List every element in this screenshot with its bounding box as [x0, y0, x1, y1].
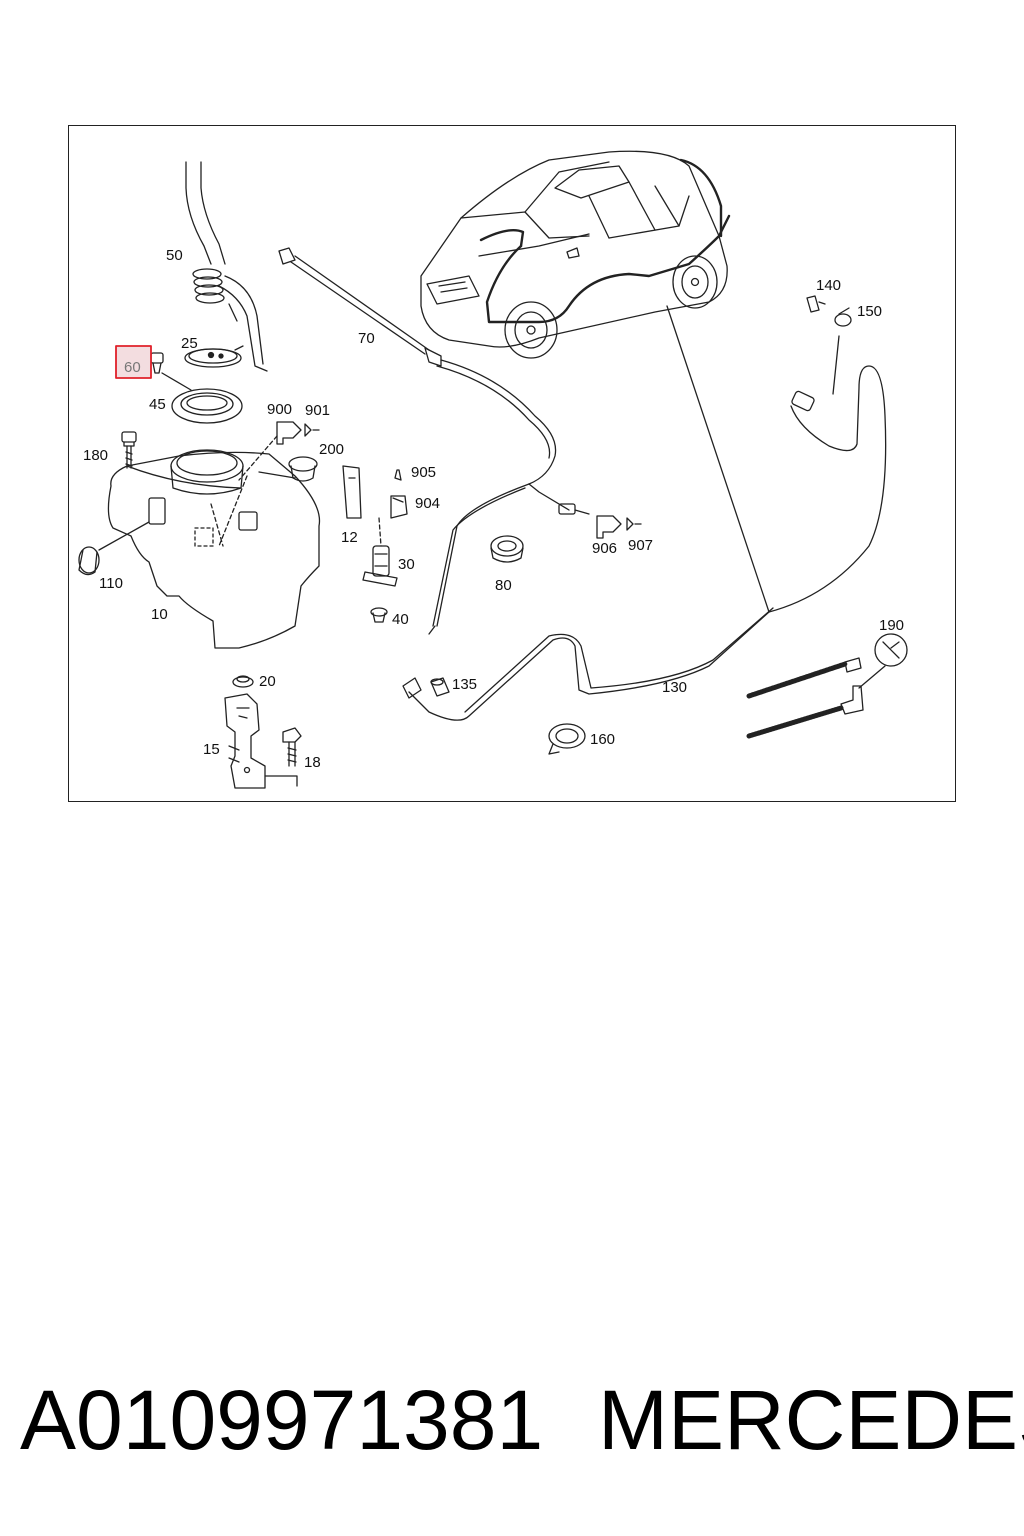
grommet-40	[370, 607, 388, 623]
label-30: 30	[398, 556, 415, 573]
label-25: 25	[181, 335, 198, 352]
label-15: 15	[203, 741, 220, 758]
part-number: A0109971381	[20, 1373, 544, 1467]
cap-110	[78, 521, 150, 576]
label-110: 110	[99, 575, 123, 592]
connector-906-907	[596, 515, 642, 539]
label-200: 200	[319, 441, 344, 458]
pump-30	[362, 517, 398, 587]
label-190: 190	[879, 617, 904, 634]
screw-18	[282, 727, 302, 767]
label-45: 45	[149, 396, 166, 413]
connector-900-901	[238, 421, 320, 481]
label-10: 10	[151, 606, 168, 623]
bolt-180	[121, 431, 137, 469]
label-80: 80	[495, 577, 512, 594]
grommet-80	[490, 535, 524, 563]
parts-diagram-frame: 50 25 60 45 180 900 901 200 905 904 12 3…	[68, 125, 956, 802]
label-50: 50	[166, 247, 183, 264]
brand-name: MERCEDES	[598, 1373, 1024, 1467]
highlight-box-60	[115, 345, 152, 379]
label-40: 40	[392, 611, 409, 628]
bracket-15	[224, 693, 298, 789]
label-60-highlighted: 60	[124, 359, 141, 376]
reservoir-10	[107, 449, 321, 649]
label-905: 905	[411, 464, 436, 481]
label-900: 900	[267, 401, 292, 418]
label-150: 150	[857, 303, 882, 320]
label-906: 906	[592, 540, 617, 557]
filler-pipe-50	[185, 161, 268, 372]
connector-135	[430, 677, 450, 697]
label-18: 18	[304, 754, 321, 771]
plate-12	[342, 465, 362, 519]
hose-set-190	[746, 633, 908, 739]
cap-25	[184, 345, 244, 368]
label-901: 901	[305, 402, 330, 419]
grommet-200	[288, 456, 318, 482]
label-160: 160	[590, 731, 615, 748]
label-130: 130	[662, 679, 687, 696]
clip-160	[548, 723, 586, 755]
fitting-140-150	[806, 295, 852, 395]
seal-ring-45	[171, 388, 243, 424]
hose-70	[278, 247, 590, 635]
hose-130	[402, 305, 887, 721]
car-illustration	[420, 150, 731, 359]
grommet-20	[232, 675, 254, 688]
label-20: 20	[259, 673, 276, 690]
parts-diagram: 50 25 60 45 180 900 901 200 905 904 12 3…	[78, 150, 908, 789]
label-907: 907	[628, 537, 653, 554]
label-140: 140	[816, 277, 841, 294]
label-904: 904	[415, 495, 440, 512]
label-12: 12	[341, 529, 358, 546]
label-70: 70	[358, 330, 375, 347]
label-135: 135	[452, 676, 477, 693]
connector-904-905	[390, 469, 408, 519]
label-180: 180	[83, 447, 108, 464]
